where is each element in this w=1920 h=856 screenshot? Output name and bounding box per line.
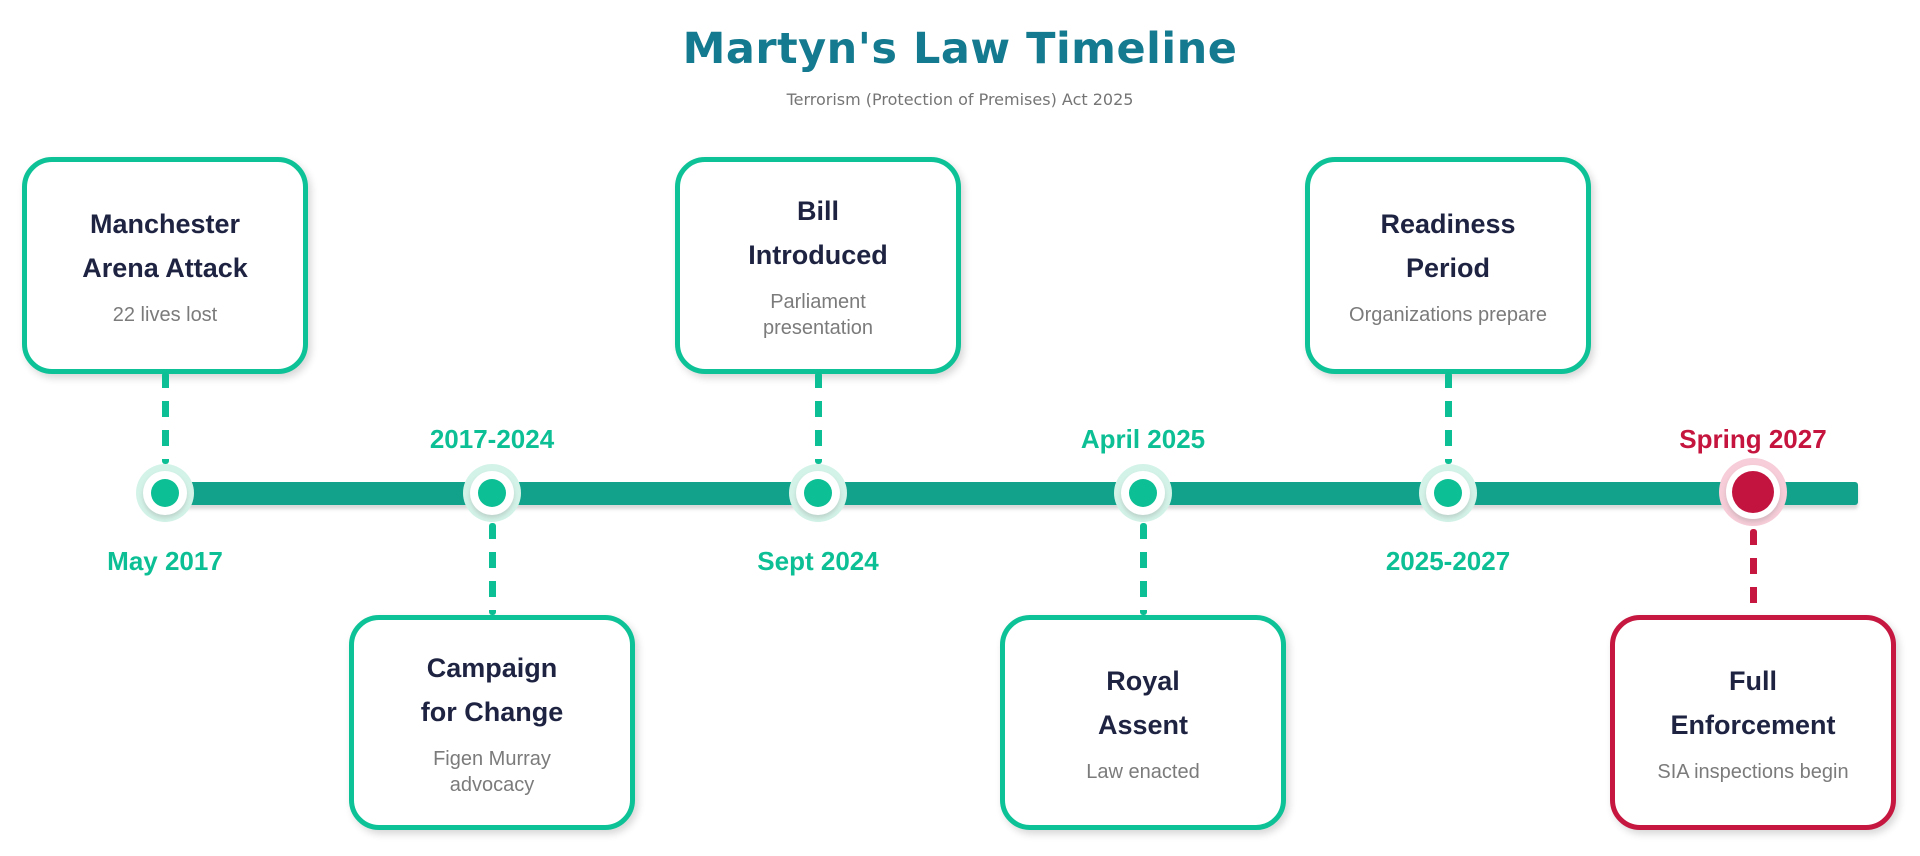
event-card-royal-assent: Royal Assent Law enacted bbox=[1000, 615, 1286, 830]
timeline-dot bbox=[1114, 464, 1172, 522]
dashed-connector bbox=[488, 523, 496, 615]
event-detail: Law enacted bbox=[1086, 760, 1200, 783]
dot-core bbox=[1732, 471, 1774, 513]
event-date: April 2025 bbox=[1080, 424, 1206, 454]
timeline-dot bbox=[136, 464, 194, 522]
dot-ring bbox=[796, 471, 840, 515]
dot-ring bbox=[143, 471, 187, 515]
event-title-line: Introduced bbox=[748, 239, 888, 270]
event-title: Full Enforcement bbox=[1670, 660, 1835, 746]
event-date: May 2017 bbox=[107, 546, 223, 576]
event-title-line: Enforcement bbox=[1670, 709, 1836, 740]
event-title-line: Arena Attack bbox=[82, 252, 248, 283]
event-card-readiness-period: Readiness Period Organizations prepare bbox=[1305, 157, 1591, 374]
event-detail: SIA inspections begin bbox=[1657, 760, 1849, 783]
dot-ring bbox=[1426, 471, 1470, 515]
dot-core bbox=[1129, 479, 1157, 507]
event-title-line: Readiness bbox=[1380, 209, 1516, 240]
event-card-full-enforcement: Full Enforcement SIA inspections begin bbox=[1610, 615, 1896, 830]
event-card-bill-introduced: Bill Introduced Parliament presentation bbox=[675, 157, 961, 374]
event-title: Manchester Arena Attack bbox=[82, 203, 248, 289]
event-detail: 22 lives lost bbox=[112, 303, 218, 326]
event-detail: Organizations prepare bbox=[1349, 303, 1547, 326]
dot-core bbox=[1434, 479, 1462, 507]
dashed-connector bbox=[814, 372, 822, 464]
event-title-line: Royal bbox=[1106, 666, 1180, 697]
page-title: Martyn's Law Timeline bbox=[682, 24, 1238, 74]
event-title: Campaign for Change bbox=[421, 647, 564, 733]
event-title: Bill Introduced bbox=[748, 190, 888, 276]
event-date: Spring 2027 bbox=[1679, 424, 1827, 454]
timeline-dot bbox=[789, 464, 847, 522]
event-title-line: Bill bbox=[796, 196, 839, 227]
event-title-line: for Change bbox=[420, 696, 564, 727]
event-title: Royal Assent bbox=[1098, 660, 1188, 746]
event-card-campaign-for-change: Campaign for Change Figen Murray advocac… bbox=[349, 615, 635, 830]
dashed-connector bbox=[1444, 372, 1452, 464]
event-card-manchester-arena-attack: Manchester Arena Attack 22 lives lost bbox=[22, 157, 308, 374]
event-title: Readiness Period bbox=[1380, 203, 1515, 289]
event-date: 2025-2027 bbox=[1385, 546, 1511, 576]
dashed-connector bbox=[161, 372, 169, 464]
dot-ring bbox=[1121, 471, 1165, 515]
dot-ring bbox=[1726, 465, 1780, 519]
dot-ring bbox=[470, 471, 514, 515]
event-date: Sept 2024 bbox=[757, 546, 879, 576]
event-title-line: Period bbox=[1405, 252, 1490, 283]
event-title-line: Assent bbox=[1097, 709, 1189, 740]
event-detail: Figen Murray advocacy bbox=[433, 747, 551, 796]
dashed-connector bbox=[1749, 529, 1757, 615]
timeline-dot bbox=[1419, 464, 1477, 522]
event-detail: Parliament presentation bbox=[762, 290, 874, 339]
dot-core bbox=[151, 479, 179, 507]
event-title-line: Campaign bbox=[426, 653, 558, 684]
event-title-line: Full bbox=[1728, 666, 1777, 697]
timeline-dot bbox=[463, 464, 521, 522]
dot-core bbox=[478, 479, 506, 507]
page-subtitle: Terrorism (Protection of Premises) Act 2… bbox=[786, 90, 1134, 109]
timeline-dot-highlight bbox=[1719, 458, 1787, 526]
timeline-axis bbox=[160, 482, 1858, 505]
event-title-line: Manchester bbox=[89, 209, 241, 240]
dot-core bbox=[804, 479, 832, 507]
event-date: 2017-2024 bbox=[429, 424, 555, 454]
dashed-connector bbox=[1139, 523, 1147, 615]
